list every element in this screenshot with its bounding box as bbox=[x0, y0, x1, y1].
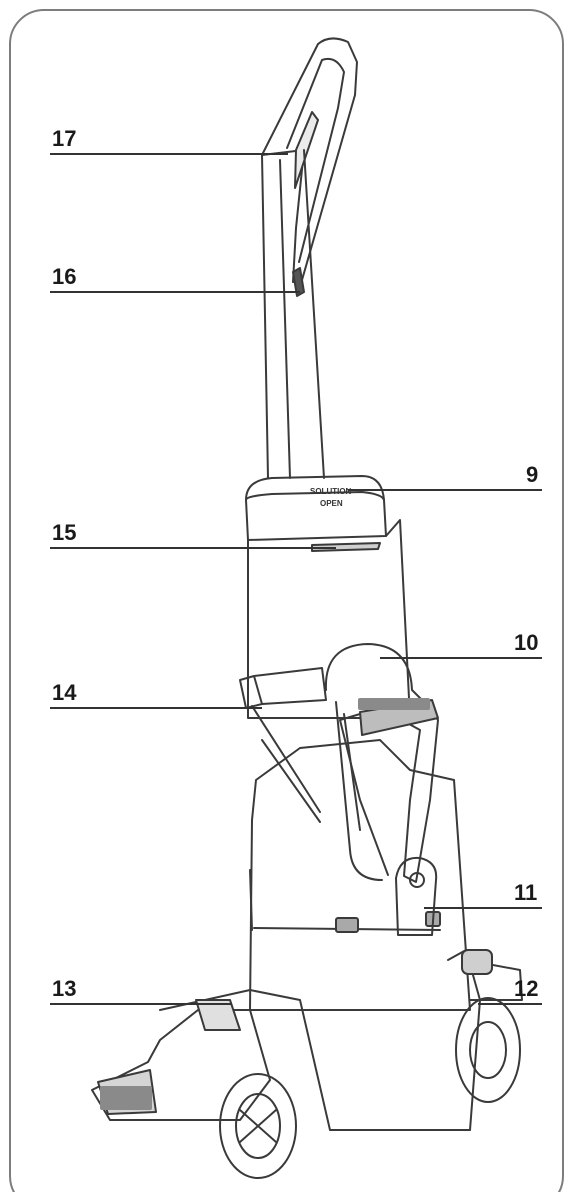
upright-cleaner-drawing bbox=[91, 37, 523, 1179]
callout-12: 12 bbox=[514, 976, 538, 1001]
callout-15: 15 bbox=[52, 520, 76, 545]
left-wheel bbox=[219, 1073, 297, 1179]
lid-solution-text: SOLUTION bbox=[310, 487, 352, 496]
solution-lid bbox=[245, 475, 387, 541]
callout-17: 17 bbox=[52, 126, 76, 151]
callout-16: 16 bbox=[52, 264, 76, 289]
tool-holder bbox=[395, 856, 438, 936]
callout-14: 14 bbox=[52, 680, 77, 705]
right-wheel bbox=[455, 997, 521, 1103]
handle-grip bbox=[261, 37, 358, 283]
callout-10: 10 bbox=[514, 630, 538, 655]
callout-13: 13 bbox=[52, 976, 76, 1001]
handle-shaft bbox=[261, 149, 325, 479]
callout-11: 11 bbox=[514, 880, 537, 905]
floor-nozzle bbox=[91, 1009, 271, 1121]
callout-lines bbox=[50, 153, 542, 1005]
lower-body bbox=[249, 739, 471, 1011]
side-button bbox=[461, 949, 493, 975]
diagram-frame bbox=[9, 9, 564, 1192]
hose-loop bbox=[324, 643, 439, 883]
base-housing bbox=[159, 949, 481, 1131]
front-grille bbox=[100, 698, 430, 1110]
tank-band bbox=[239, 667, 327, 709]
callout-9: 9 bbox=[526, 462, 538, 487]
lid-open-text: OPEN bbox=[320, 499, 343, 508]
